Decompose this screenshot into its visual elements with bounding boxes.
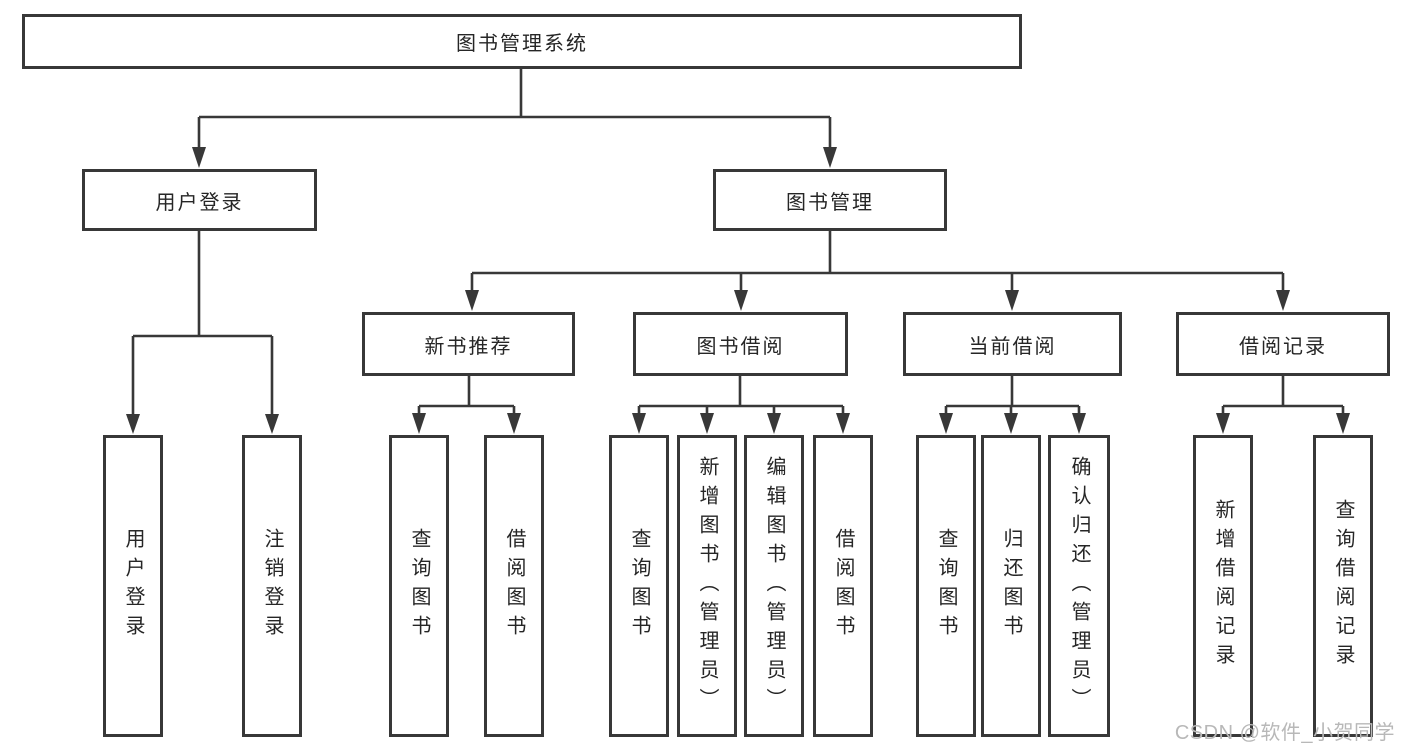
node-current-borrow: 当前借阅 xyxy=(903,312,1122,376)
leaf-label: 借阅图书 xyxy=(503,528,525,644)
node-user-login: 用户登录 xyxy=(82,169,317,231)
leaf-add-books-admin: 新增图书（管理员） xyxy=(677,435,737,737)
connector-new-book-to-leaves xyxy=(417,376,516,415)
node-root-library-system: 图书管理系统 xyxy=(22,14,1022,69)
leaf-label: 查询图书 xyxy=(408,528,430,644)
leaf-query-books-borrow: 查询图书 xyxy=(609,435,669,737)
leaf-label: 借阅图书 xyxy=(832,528,854,644)
connector-book-mgmt-to-level3 xyxy=(470,231,1285,292)
leaf-query-borrow-record: 查询借阅记录 xyxy=(1313,435,1373,737)
leaf-label: 用户登录 xyxy=(122,528,144,644)
node-borrow-record: 借阅记录 xyxy=(1176,312,1390,376)
node-book-management: 图书管理 xyxy=(713,169,947,231)
node-new-book-recommend: 新书推荐 xyxy=(362,312,575,376)
leaf-label: 查询借阅记录 xyxy=(1332,499,1354,673)
leaf-query-books-recommend: 查询图书 xyxy=(389,435,449,737)
connector-book-borrow-to-leaves xyxy=(637,376,845,415)
node-book-borrow: 图书借阅 xyxy=(633,312,848,376)
leaf-label: 新增借阅记录 xyxy=(1212,499,1234,673)
arrowheads xyxy=(126,147,1350,434)
leaf-add-borrow-record: 新增借阅记录 xyxy=(1193,435,1253,737)
leaf-query-books-current: 查询图书 xyxy=(916,435,976,737)
connector-borrow-record-to-leaves xyxy=(1221,376,1345,415)
leaf-user-login: 用户登录 xyxy=(103,435,163,737)
connector-user-login-to-leaves xyxy=(131,231,274,416)
leaf-borrow-books-recommend: 借阅图书 xyxy=(484,435,544,737)
leaf-label: 编辑图书（管理员） xyxy=(763,455,785,717)
leaf-borrow-books: 借阅图书 xyxy=(813,435,873,737)
leaf-label: 归还图书 xyxy=(1000,528,1022,644)
leaf-label: 新增图书（管理员） xyxy=(696,455,718,717)
leaf-confirm-return-admin: 确认归还（管理员） xyxy=(1048,435,1110,737)
leaf-label: 注销登录 xyxy=(261,528,283,644)
connector-root-to-level2 xyxy=(197,69,832,150)
leaf-return-books: 归还图书 xyxy=(981,435,1041,737)
leaf-label: 查询图书 xyxy=(935,528,957,644)
leaf-logout: 注销登录 xyxy=(242,435,302,737)
leaf-label: 确认归还（管理员） xyxy=(1068,455,1090,717)
leaf-label: 查询图书 xyxy=(628,528,650,644)
csdn-watermark: CSDN @软件_小贺同学 xyxy=(1174,722,1395,744)
leaf-edit-books-admin: 编辑图书（管理员） xyxy=(744,435,804,737)
connector-current-borrow-to-leaves xyxy=(944,376,1081,415)
